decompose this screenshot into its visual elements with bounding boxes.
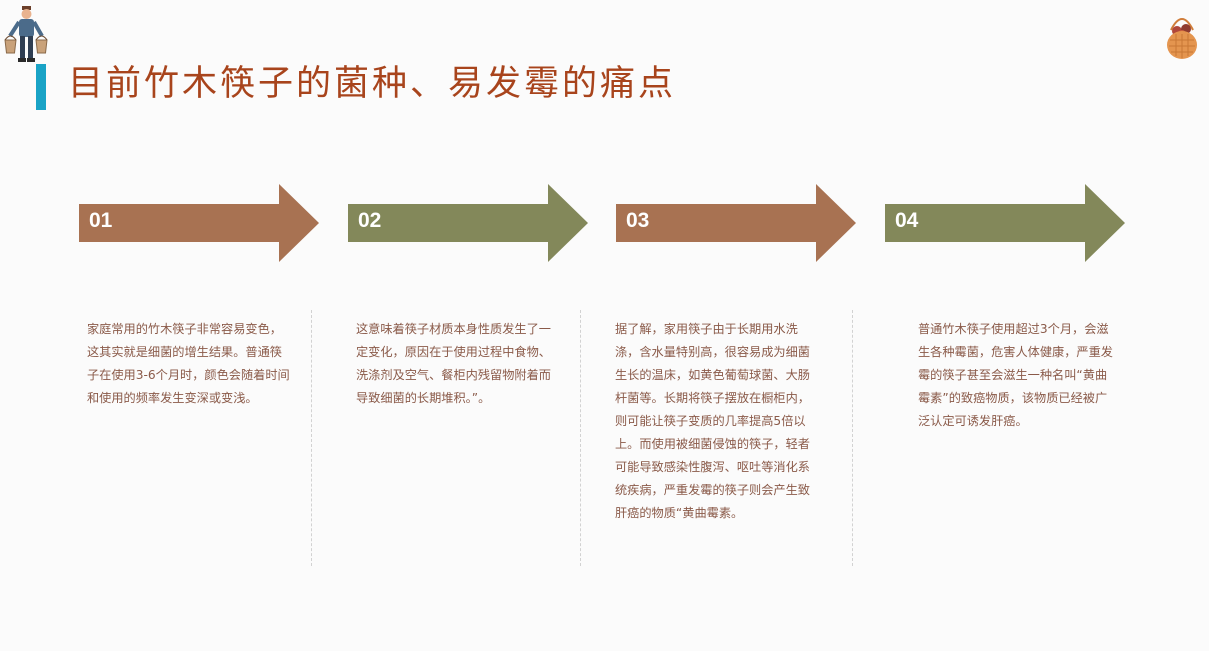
column-divider [311,310,312,566]
step-text-02: 这意味着筷子材质本身性质发生了一定变化，原因在于使用过程中食物、洗涤剂及空气、餐… [356,322,551,405]
title-accent-bar [36,64,46,110]
step-arrow-01: 01 [79,184,319,262]
column-divider [852,310,853,566]
step-arrow-03: 03 [616,184,856,262]
person-carrying-buckets-icon [4,6,48,62]
step-number: 02 [358,209,382,232]
arrow-shape-icon [616,184,856,262]
step-number: 01 [89,209,113,232]
page-title: 目前竹木筷子的菌种、易发霉的痛点 [68,64,677,104]
arrow-shape-icon [348,184,588,262]
step-number: 03 [626,209,650,232]
step-text-04: 普通竹木筷子使用超过3个月，会滋生各种霉菌，危害人体健康，严重发霉的筷子甚至会滋… [918,322,1113,428]
step-arrow-04: 04 [885,184,1125,262]
column-divider [580,310,581,566]
step-text-01: 家庭常用的竹木筷子非常容易变色，这其实就是细菌的增生结果。普通筷子在使用3-6个… [87,322,290,405]
step-arrow-02: 02 [348,184,588,262]
step-number: 04 [895,209,919,232]
arrow-shape-icon [79,184,319,262]
arrow-shape-icon [885,184,1125,262]
basket-icon [1167,18,1197,59]
step-text-03: 据了解，家用筷子由于长期用水洗涤，含水量特别高，很容易成为细菌生长的温床，如黄色… [615,322,810,520]
